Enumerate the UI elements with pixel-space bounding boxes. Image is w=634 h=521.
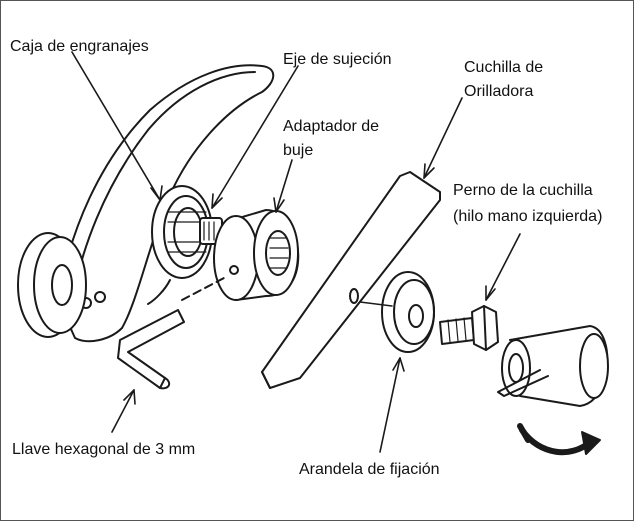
gearbox [147, 185, 213, 305]
label-blade-line-2: Orilladora [464, 83, 534, 100]
blade-bolt [439, 305, 499, 351]
socket-wrench [497, 325, 609, 407]
fixing-washer [359, 271, 435, 353]
rotation-arrow [517, 423, 601, 456]
wheel [17, 232, 87, 338]
label-hub-adapter-line-1: Adaptador de [283, 118, 380, 135]
edger-blade [261, 171, 441, 389]
label-fixing-washer: Arandela de fijación [299, 461, 440, 478]
label-blade-line-1: Cuchilla de [464, 59, 544, 76]
label-hex-key: Llave hexagonal de 3 mm [12, 441, 196, 458]
hub-adapter [213, 209, 300, 301]
hex-key [117, 277, 225, 390]
label-bolt-line-2: (hilo mano izquierda) [453, 208, 603, 225]
label-bolt-line-1: Perno de la cuchilla [453, 182, 593, 199]
label-hub-adapter-line-2: buje [283, 142, 314, 159]
label-gearbox: Caja de engranajes [10, 38, 149, 55]
leader-lines [71, 51, 521, 453]
label-holding-shaft: Eje de sujeción [283, 51, 392, 68]
